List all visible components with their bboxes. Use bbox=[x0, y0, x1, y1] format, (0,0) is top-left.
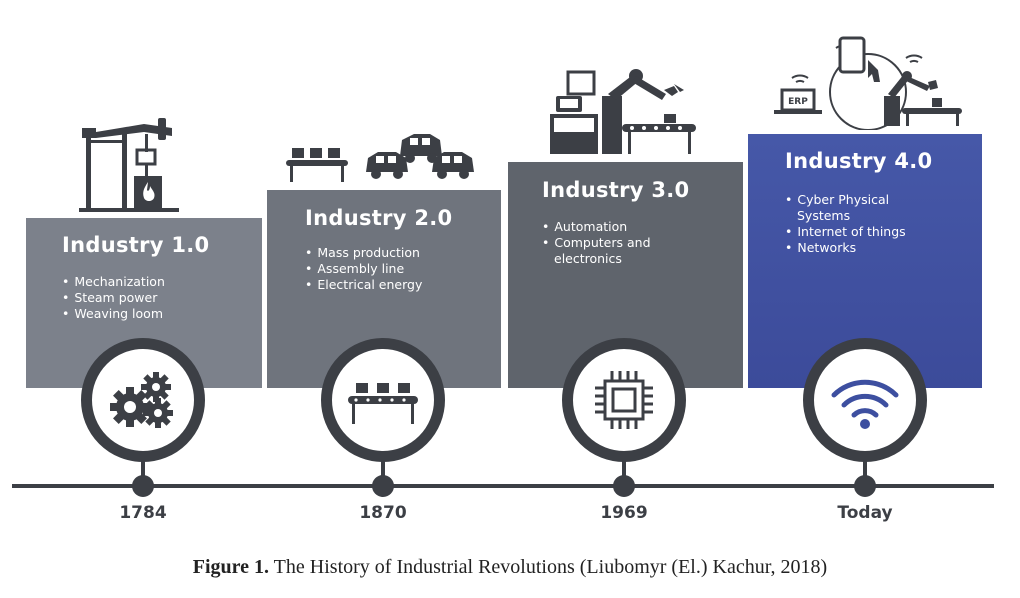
wifi-icon bbox=[831, 379, 899, 429]
timeline-stem bbox=[863, 440, 867, 484]
steam-pump-icon bbox=[79, 118, 179, 212]
bullet-item: Weaving loom bbox=[62, 306, 165, 322]
bullet-continuation: electronics bbox=[554, 251, 622, 266]
bullet-text: Computers and bbox=[554, 235, 651, 250]
bullet-item: Assembly line bbox=[305, 261, 422, 277]
timeline-marker bbox=[613, 475, 635, 497]
timeline-axis bbox=[12, 484, 994, 488]
industry-3-panel: Industry 3.0 Automation Computers andele… bbox=[508, 162, 743, 388]
industry-2-bullets: Mass production Assembly line Electrical… bbox=[305, 245, 422, 293]
timeline-stem bbox=[141, 440, 145, 484]
timeline-marker bbox=[372, 475, 394, 497]
figure-caption-text: The History of Industrial Revolutions (L… bbox=[269, 556, 828, 578]
bullet-item: Electrical energy bbox=[305, 277, 422, 293]
era-2-icon-circle bbox=[321, 338, 445, 462]
bullet-item: Internet of things bbox=[785, 224, 905, 240]
figure-caption: Figure 1. The History of Industrial Revo… bbox=[0, 556, 1020, 579]
bullet-item: Steam power bbox=[62, 290, 165, 306]
gears-icon bbox=[110, 372, 173, 428]
conveyor-icon bbox=[348, 383, 418, 424]
iot-network-icon: ERP bbox=[774, 36, 962, 130]
chip-icon bbox=[595, 371, 653, 429]
bullet-continuation: Systems bbox=[797, 208, 851, 223]
era-3-icon-circle bbox=[562, 338, 686, 462]
bullet-text: Cyber Physical bbox=[797, 192, 890, 207]
era-1-icon-circle bbox=[81, 338, 205, 462]
industry-4-title: Industry 4.0 bbox=[785, 149, 933, 173]
figure-label: Figure 1. bbox=[192, 556, 270, 578]
robot-arm-computer-icon bbox=[550, 69, 696, 154]
bullet-item: Networks bbox=[785, 240, 906, 256]
year-label: 1870 bbox=[359, 503, 407, 523]
era-4-icon-circle bbox=[803, 338, 927, 462]
timeline-marker bbox=[854, 475, 876, 497]
timeline-marker bbox=[132, 475, 154, 497]
industry-3-title: Industry 3.0 bbox=[542, 178, 690, 202]
industry-1-bullets: Mechanization Steam power Weaving loom bbox=[62, 274, 165, 322]
bullet-item: Automation bbox=[542, 219, 651, 235]
timeline-stem bbox=[622, 440, 626, 484]
conveyor-cars-icon bbox=[286, 134, 474, 182]
industry-2-title: Industry 2.0 bbox=[305, 206, 453, 230]
year-label: 1784 bbox=[119, 503, 167, 523]
timeline-stem bbox=[381, 440, 385, 484]
bullet-item: Mass production bbox=[305, 245, 422, 261]
year-label: 1969 bbox=[600, 503, 648, 523]
year-label: Today bbox=[837, 503, 893, 523]
erp-label: ERP bbox=[788, 97, 808, 107]
industry-1-title: Industry 1.0 bbox=[62, 233, 210, 257]
bullet-item: Mechanization bbox=[62, 274, 165, 290]
